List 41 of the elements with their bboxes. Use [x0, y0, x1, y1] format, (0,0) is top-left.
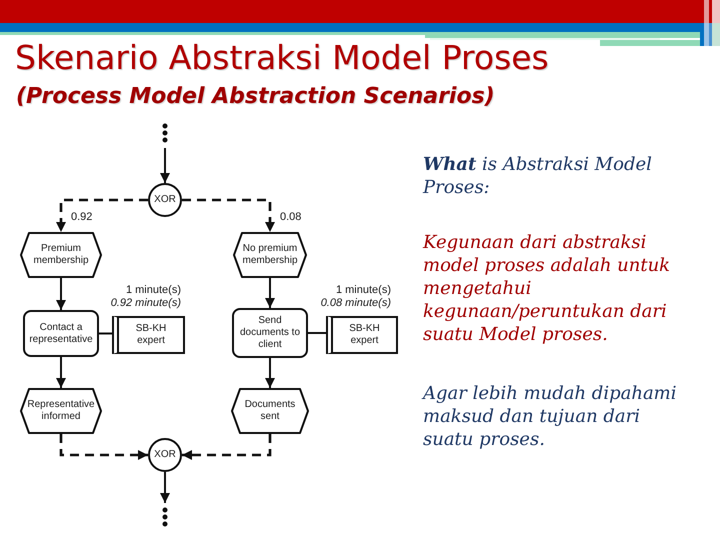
question-heading: What is Abstraksi Model Proses: — [423, 153, 653, 199]
dashed-arrow — [60, 434, 148, 460]
event-label: No premium membership — [241, 243, 299, 267]
role-label: SB-KH expert — [348, 323, 381, 347]
connector-line — [99, 332, 112, 334]
event-label: Documents sent — [244, 399, 296, 423]
xor-connector — [148, 183, 182, 217]
event-label: Premium membership — [32, 243, 90, 267]
event-hexagon — [20, 388, 102, 434]
dashed-arrow — [56, 198, 148, 232]
event-hexagon — [231, 388, 309, 434]
xor-label: XOR — [154, 194, 176, 206]
arrow — [160, 148, 170, 183]
role-box — [112, 316, 185, 354]
arrow — [265, 358, 275, 388]
arrow — [265, 278, 275, 308]
duration-label: 0.08 minute(s) — [320, 297, 391, 310]
role-label: SB-KH expert — [134, 323, 168, 347]
function-label: Send documents to client — [238, 315, 302, 351]
event-hexagon — [20, 232, 102, 278]
slide-subtitle: (Process Model Abstraction Scenarios) — [16, 83, 495, 111]
event-label: Representative informed — [26, 399, 96, 423]
xor-connector — [148, 438, 182, 472]
duration-label: 0.92 minute(s) — [110, 297, 181, 310]
event-hexagon — [233, 232, 307, 278]
body-paragraph: Kegunaan dari abstraksi model proses adalah untuk mengetahui kegunaan/peruntukan dari suatu Model proses. — [423, 231, 672, 346]
duration-label: 1 minute(s) — [336, 284, 391, 297]
slide-title: Skenario Abstraksi Model Proses — [15, 38, 549, 78]
arrow — [56, 357, 66, 388]
dashed-arrow — [182, 434, 272, 460]
function-label: Contact a representative — [28, 322, 94, 346]
role-box — [326, 316, 398, 354]
xor-label: XOR — [154, 449, 176, 461]
connector-line — [308, 332, 326, 334]
dashed-arrow — [182, 198, 275, 232]
function-box — [232, 308, 308, 358]
function-box — [23, 310, 99, 357]
duration-label: 1 minute(s) — [126, 284, 181, 297]
body-paragraph: Agar lebih mudah dipahami maksud dan tujuan dari suatu proses. — [423, 382, 678, 451]
arrow — [160, 472, 170, 503]
arrow — [56, 278, 66, 310]
